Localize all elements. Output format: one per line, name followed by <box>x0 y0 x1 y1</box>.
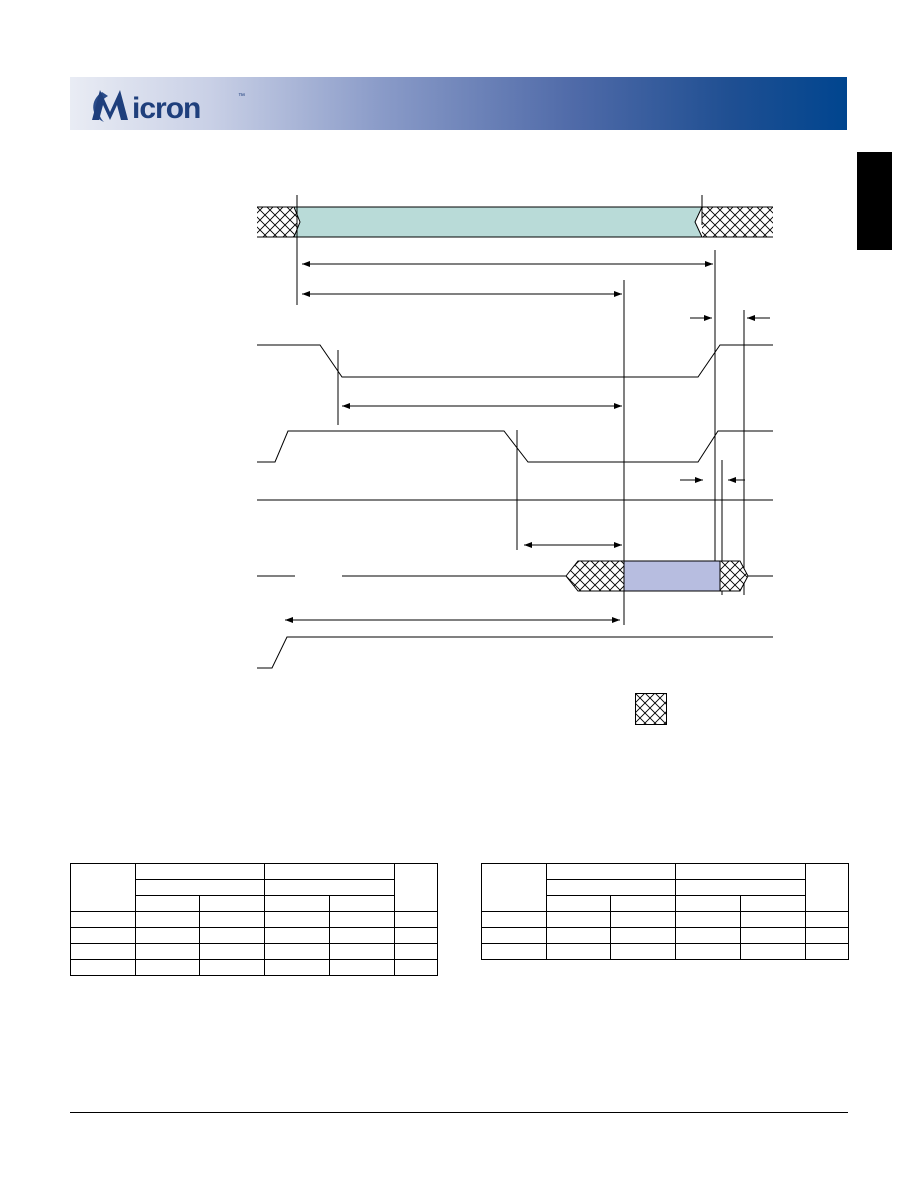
header-banner <box>70 77 847 130</box>
address-signal <box>257 206 773 238</box>
table-row <box>481 927 849 944</box>
table-header-cell <box>70 863 136 912</box>
table-header-cell <box>264 879 395 896</box>
section-tab <box>857 152 892 250</box>
table-header-cell <box>546 863 676 880</box>
table-header-cell <box>329 895 395 912</box>
reset-signal <box>257 636 773 669</box>
table-header-cell <box>610 895 676 912</box>
table-header-cell <box>135 863 265 880</box>
table-row <box>70 959 438 976</box>
svg-text:™: ™ <box>238 93 245 100</box>
table-row <box>481 943 849 960</box>
read-cycle-timing-diagram <box>257 195 773 669</box>
table-header-cell <box>394 863 438 912</box>
table-header-cell <box>199 895 265 912</box>
table-header-cell <box>546 895 611 912</box>
read-timing-parameters-table-left <box>70 863 438 976</box>
table-row <box>70 911 438 928</box>
chip-enable-signal <box>257 344 773 378</box>
table-header-cell <box>481 863 547 912</box>
table-row <box>481 911 849 928</box>
data-output-signal <box>257 560 773 592</box>
table-row <box>70 927 438 944</box>
table-header-cell <box>135 895 200 912</box>
table-row <box>70 943 438 960</box>
table-header-cell <box>805 863 849 912</box>
table-header-cell <box>675 879 806 896</box>
svg-text:icron: icron <box>132 92 200 125</box>
footer-divider <box>70 1112 848 1113</box>
table-header-cell <box>264 863 395 880</box>
read-timing-parameters-table-right <box>481 863 849 960</box>
micron-logo: icron ™ <box>92 90 245 125</box>
table-header-cell <box>546 879 676 896</box>
table-header-cell <box>740 895 806 912</box>
table-header-cell <box>264 895 330 912</box>
output-enable-signal <box>257 430 773 463</box>
table-header-cell <box>675 895 741 912</box>
dont-care-legend-swatch <box>635 693 667 725</box>
table-header-cell <box>675 863 806 880</box>
table-header-cell <box>135 879 265 896</box>
